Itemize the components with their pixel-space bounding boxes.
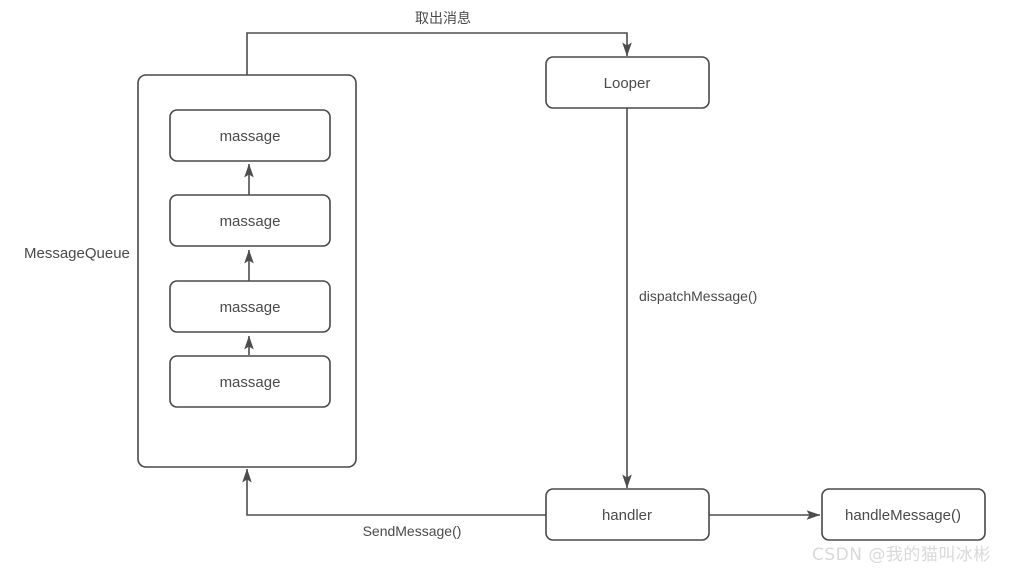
handle-message-node-label: handleMessage() (845, 507, 961, 524)
csdn-watermark: CSDN @我的猫叫冰彬 (812, 545, 991, 565)
massage-box-2[interactable] (169, 194, 331, 247)
looper-node[interactable] (545, 56, 710, 109)
massage-box-1[interactable] (169, 109, 331, 162)
massage-box-3-label: massage (220, 299, 281, 316)
massage-box-4-label: massage (220, 374, 281, 391)
handler-node-label: handler (602, 507, 652, 524)
message-queue-label: MessageQueue (24, 245, 130, 262)
massage-box-3[interactable] (169, 280, 331, 333)
looper-node-label: Looper (604, 75, 651, 92)
edge-label-take-message: 取出消息 (415, 10, 471, 27)
massage-box-4[interactable] (169, 355, 331, 408)
handle-message-node[interactable] (821, 488, 986, 541)
handler-node[interactable] (545, 488, 710, 541)
edge-label-dispatch-message: dispatchMessage() (639, 288, 757, 304)
edge-handler-to-queue (242, 468, 546, 516)
edge-label-send-message: SendMessage() (363, 523, 462, 539)
massage-box-2-label: massage (220, 213, 281, 230)
edge-queue-to-looper (246, 32, 632, 75)
massage-box-1-label: massage (220, 128, 281, 145)
